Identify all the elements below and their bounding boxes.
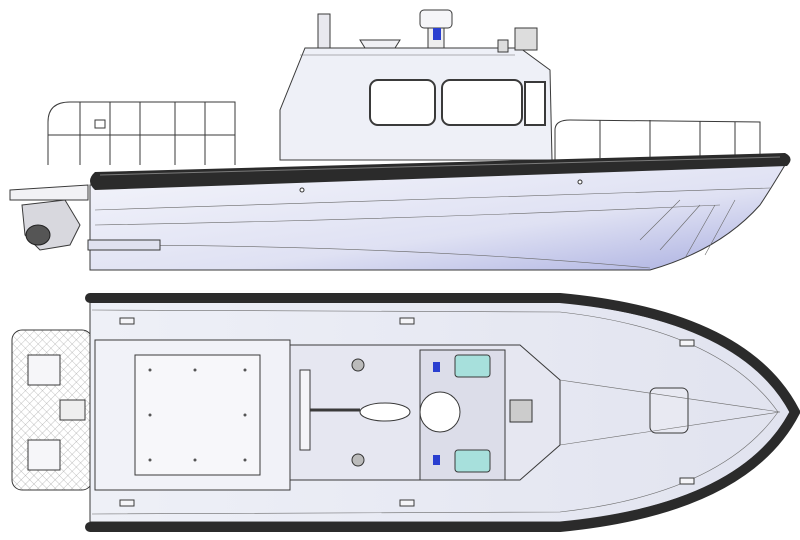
antenna-base bbox=[359, 39, 401, 49]
blue-beacon-icon bbox=[433, 362, 440, 372]
bow-railing bbox=[554, 119, 761, 160]
mast-light bbox=[317, 13, 331, 49]
cabin-window bbox=[441, 79, 523, 126]
roof-hatch bbox=[454, 354, 491, 378]
blue-beacon-icon bbox=[433, 28, 441, 40]
outboard-engine bbox=[9, 184, 89, 251]
wheelhouse-roof bbox=[289, 344, 561, 481]
searchlight bbox=[509, 399, 533, 423]
hull-side bbox=[89, 164, 786, 271]
blue-beacon-icon bbox=[433, 455, 440, 465]
propeller-icon bbox=[25, 224, 51, 246]
antenna-base bbox=[359, 402, 411, 422]
deck-hatch bbox=[134, 354, 261, 476]
top-fender bbox=[85, 293, 800, 532]
cabin-window bbox=[369, 79, 436, 126]
wheelhouse bbox=[279, 9, 553, 161]
swim-platform bbox=[11, 329, 93, 491]
searchlight bbox=[514, 27, 538, 51]
roof-hatch bbox=[454, 449, 491, 473]
radar-dome bbox=[419, 9, 453, 29]
top-view bbox=[11, 293, 800, 532]
radar-dome bbox=[419, 391, 461, 433]
bow-hatch bbox=[649, 387, 689, 434]
side-view bbox=[9, 9, 791, 271]
aft-railing bbox=[47, 101, 236, 165]
side-fender bbox=[90, 153, 791, 190]
